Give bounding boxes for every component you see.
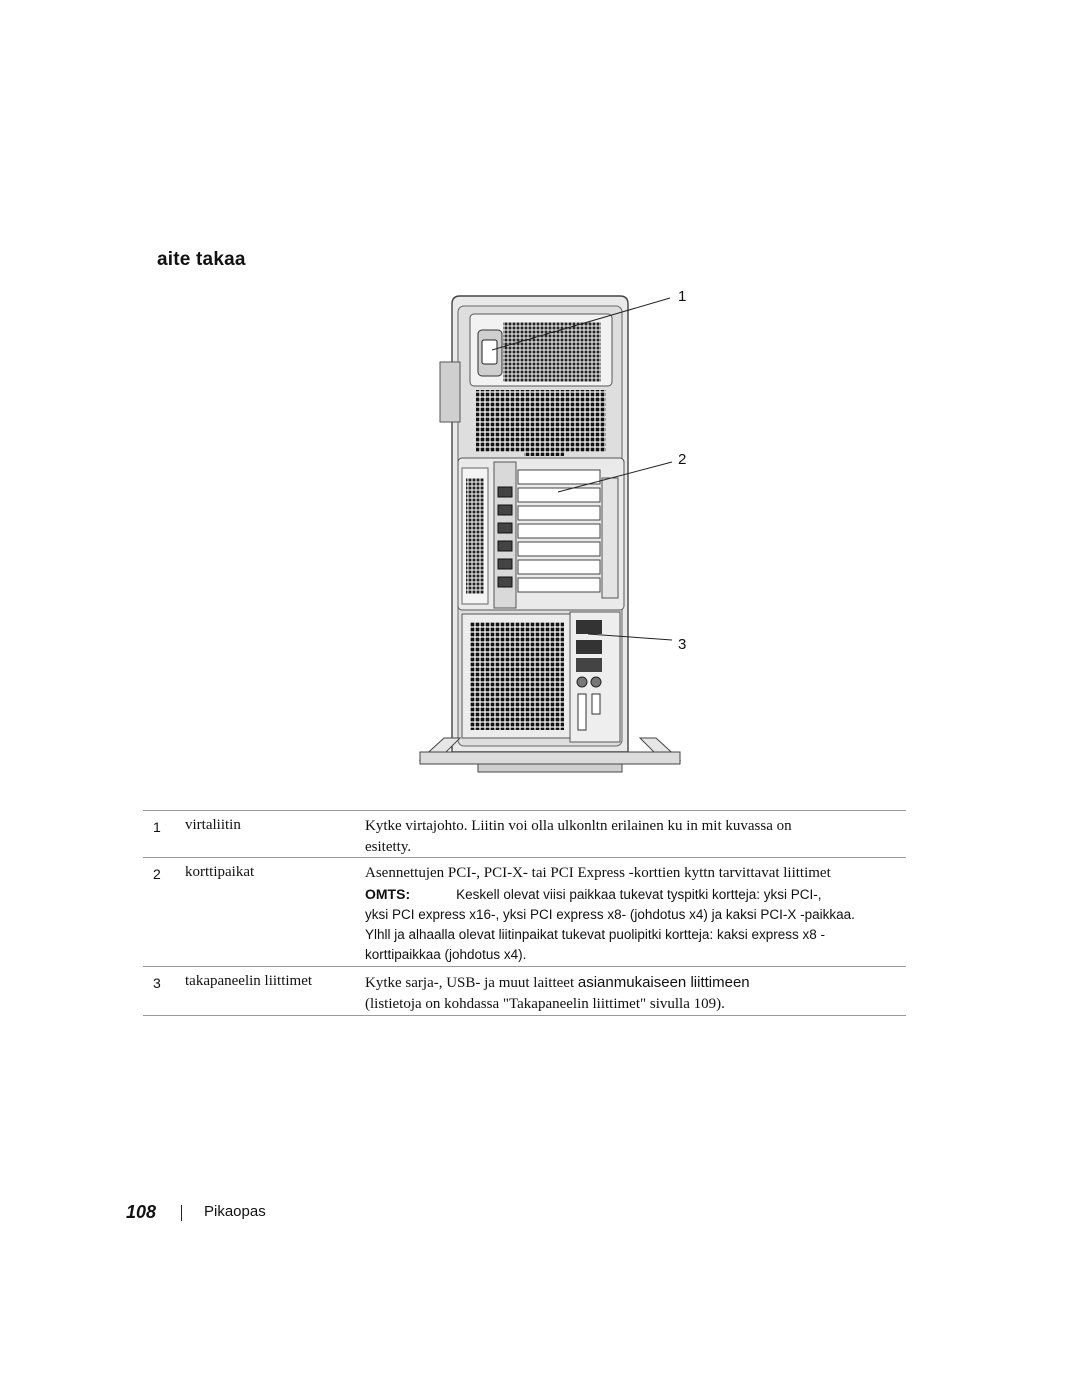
note-line: Ylhll ja alhaalla olevat liitinpaikat tu…	[365, 927, 825, 942]
row-description: Kytke virtajohto. Liitin voi olla ulkonl…	[365, 816, 895, 858]
desc-line: Kytke sarja-, USB- ja muut laitteet asia…	[365, 972, 895, 994]
section-title: aite takaa	[157, 249, 246, 270]
footer-separator	[181, 1205, 182, 1221]
note-line: korttipaikkaa (johdotus x4).	[365, 947, 527, 962]
note-line: Keskell olevat viisi paikkaa tukevat tys…	[456, 887, 822, 902]
row-description: Asennettujen PCI-, PCI-X- tai PCI Expres…	[365, 863, 895, 965]
table-row: 3 takapaneelin liittimet Kytke sarja-, U…	[143, 966, 906, 1016]
chassis-rear-diagram	[418, 295, 682, 773]
desc-line: esitetty.	[365, 839, 412, 855]
row-number: 1	[153, 819, 161, 835]
note-block: OMTS: Keskell olevat viisi paikkaa tukeva…	[365, 884, 895, 965]
callout-3: 3	[678, 636, 687, 653]
row-name: takapaneelin liittimet	[185, 973, 313, 989]
callout-1: 1	[678, 288, 687, 305]
callout-2: 2	[678, 451, 687, 468]
desc-line: Asennettujen PCI-, PCI-X- tai PCI Expres…	[365, 865, 831, 881]
note-label: OMTS:	[365, 886, 411, 902]
computer-back-view-illustration: 1 2 3	[400, 282, 700, 782]
connector-table: 1 virtaliitin Kytke virtajohto. Liitin v…	[143, 810, 906, 1016]
desc-line: (listietoja on kohdassa "Takapaneelin li…	[365, 996, 725, 1012]
desc-text: Kytke sarja-, USB- ja muut laitteet	[365, 975, 578, 991]
desc-line: Kytke virtajohto. Liitin voi olla ulkonl…	[365, 818, 792, 834]
row-description: Kytke sarja-, USB- ja muut laitteet asia…	[365, 972, 895, 1015]
table-row: 2 korttipaikat Asennettujen PCI-, PCI-X-…	[143, 857, 906, 966]
row-name: korttipaikat	[185, 864, 255, 880]
desc-text: asianmukaiseen liittimeen	[577, 974, 750, 991]
note-line: yksi PCI express x16-, yksi PCI express …	[365, 907, 855, 922]
footer-section-name: Pikaopas	[204, 1203, 266, 1220]
row-number: 3	[153, 975, 161, 991]
row-name: virtaliitin	[185, 817, 241, 833]
page-number: 108	[126, 1202, 157, 1222]
row-number: 2	[153, 866, 161, 882]
table-row: 1 virtaliitin Kytke virtajohto. Liitin v…	[143, 810, 906, 857]
